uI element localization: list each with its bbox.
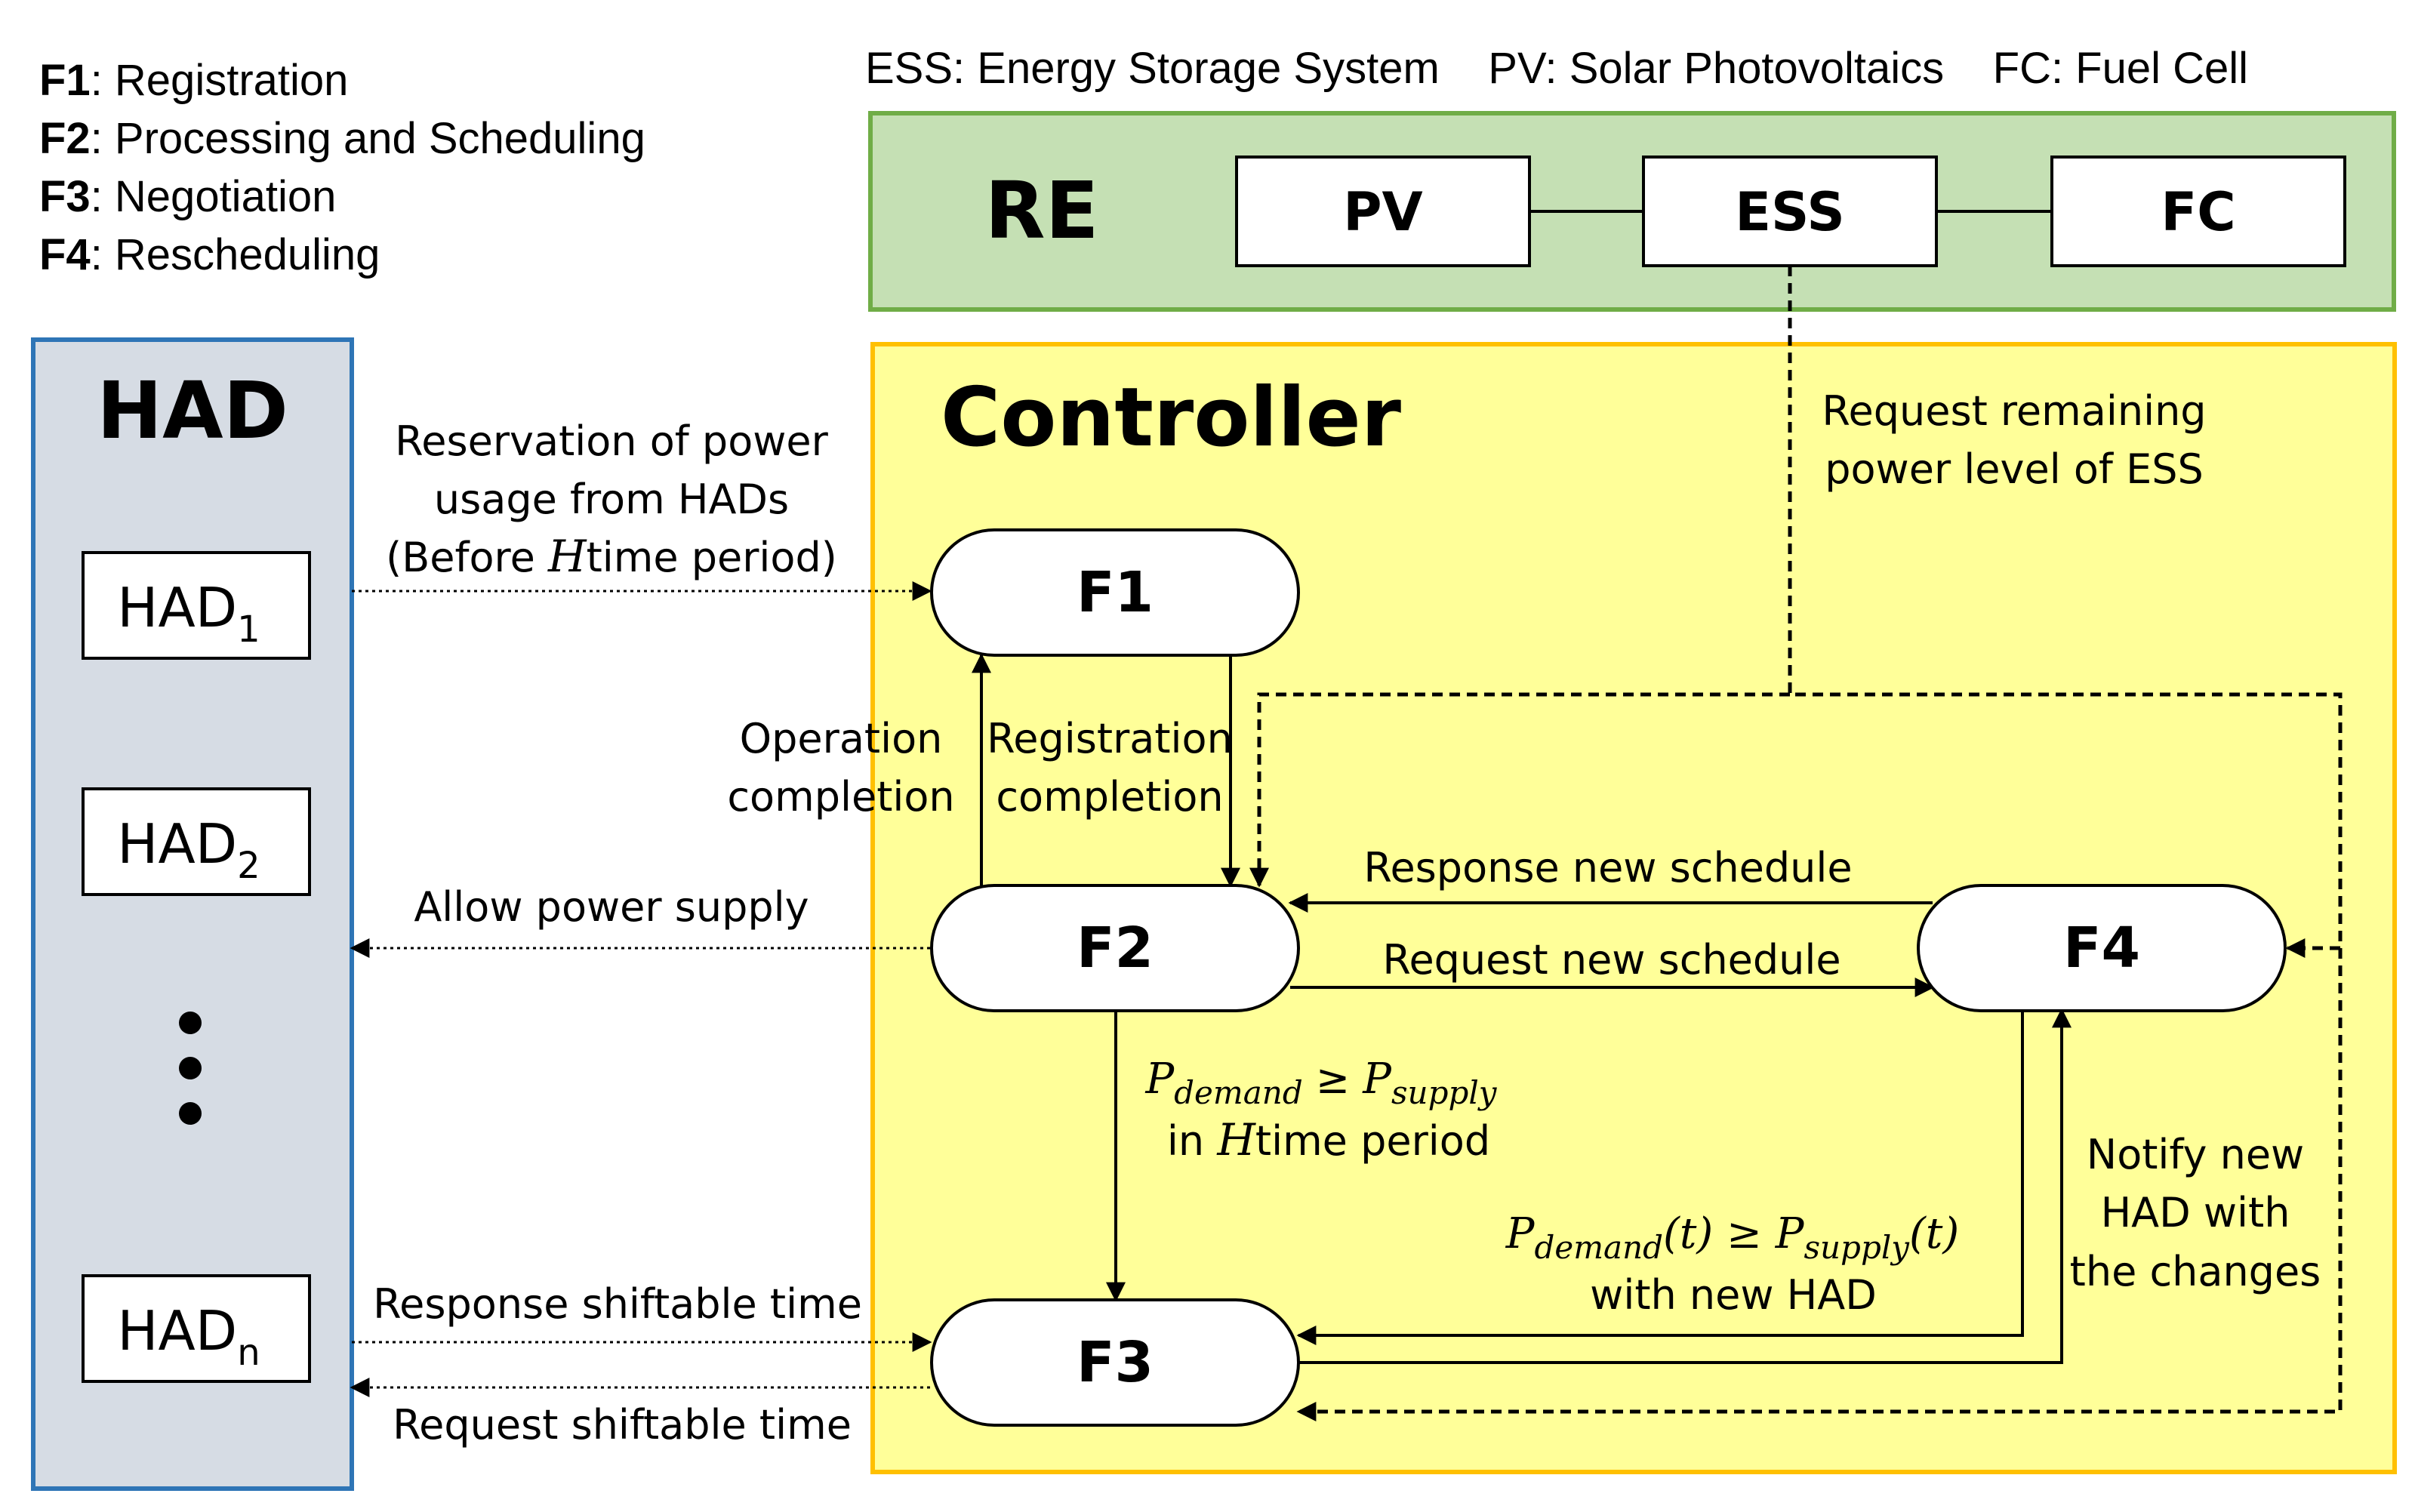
ess-label: ESS (1735, 181, 1845, 243)
condition-new-had-line2: with new HAD (1590, 1271, 1877, 1319)
pv-label: PV (1343, 181, 1422, 243)
had-device-1-label: HAD1 (117, 576, 260, 651)
response-new-schedule-label: Response new schedule (1363, 844, 1852, 891)
f3-to-f4-notify-arrow (1298, 1008, 2072, 1364)
node-f4 (1917, 884, 2287, 1012)
fc-box (2050, 156, 2346, 267)
request-ess-label-line1: Request remaining (1822, 387, 2206, 435)
request-new-schedule-label: Request new schedule (1382, 936, 1841, 984)
operation-completion-label-line2: completion (727, 773, 954, 821)
edge-labels: Reservation of power usage from HADs (Be… (373, 387, 2321, 1449)
legend-item-f4: F4: Rescheduling (39, 230, 380, 279)
had-device-2 (82, 787, 311, 896)
had-device-1 (82, 551, 311, 660)
registration-completion-label-line1: Registration (987, 715, 1233, 762)
condition-h-period-line2: in Htime period (1167, 1114, 1490, 1166)
response-shiftable-label: Response shiftable time (373, 1280, 862, 1328)
request-ess-label-line2: power level of ESS (1825, 445, 2204, 493)
vertical-ellipsis-icon (179, 1012, 202, 1125)
request-shiftable-label: Request shiftable time (393, 1401, 852, 1449)
had-device-n (82, 1274, 311, 1383)
legend-item-f2: F2: Processing and Scheduling (39, 114, 645, 163)
ess-request-dashed-path (1249, 266, 2343, 1421)
f4-to-f3-arrow (1296, 1010, 2024, 1345)
allow-power-supply-label: Allow power supply (414, 883, 809, 931)
registration-completion-label-line2: completion (996, 773, 1223, 821)
had-title: HAD (97, 365, 288, 457)
reservation-label-line2: usage from HADs (434, 476, 789, 523)
condition-h-period-line1: Pdemand ≥ Psupply (1144, 1055, 1497, 1111)
operation-completion-label-line1: Operation (740, 715, 943, 762)
node-f2 (930, 884, 1300, 1012)
node-f2-label: F2 (1077, 916, 1154, 981)
pv-box (1235, 156, 1531, 267)
had-device-n-label: HADn (117, 1299, 260, 1374)
notify-label-line2: HAD with (2101, 1189, 2290, 1236)
reservation-label-line1: Reservation of power (395, 417, 828, 465)
notify-label-line3: the changes (2070, 1248, 2321, 1295)
condition-new-had-line1: Pdemand(t) ≥ Psupply(t) (1505, 1209, 1959, 1266)
node-f1-label: F1 (1077, 560, 1154, 625)
legend-item-f3: F3: Negotiation (39, 172, 336, 221)
controller-title: Controller (941, 371, 1401, 465)
legend-item-f1: F1: Registration (39, 56, 348, 105)
notify-label-line1: Notify new (2087, 1131, 2304, 1178)
node-f3-label: F3 (1077, 1330, 1154, 1395)
function-legend: F1: Registration F2: Processing and Sche… (39, 56, 645, 279)
ess-box (1642, 156, 1938, 267)
node-f1 (930, 528, 1300, 657)
fc-label: FC (2161, 181, 2235, 243)
reservation-label-line3: (Before Htime period) (386, 531, 837, 582)
node-f3 (930, 1298, 1300, 1427)
had-device-2-label: HAD2 (117, 812, 260, 887)
re-title: RE (984, 165, 1098, 257)
abbreviation-legend: ESS: Energy Storage System PV: Solar Pho… (865, 44, 2248, 93)
node-f4-label: F4 (2063, 916, 2140, 981)
